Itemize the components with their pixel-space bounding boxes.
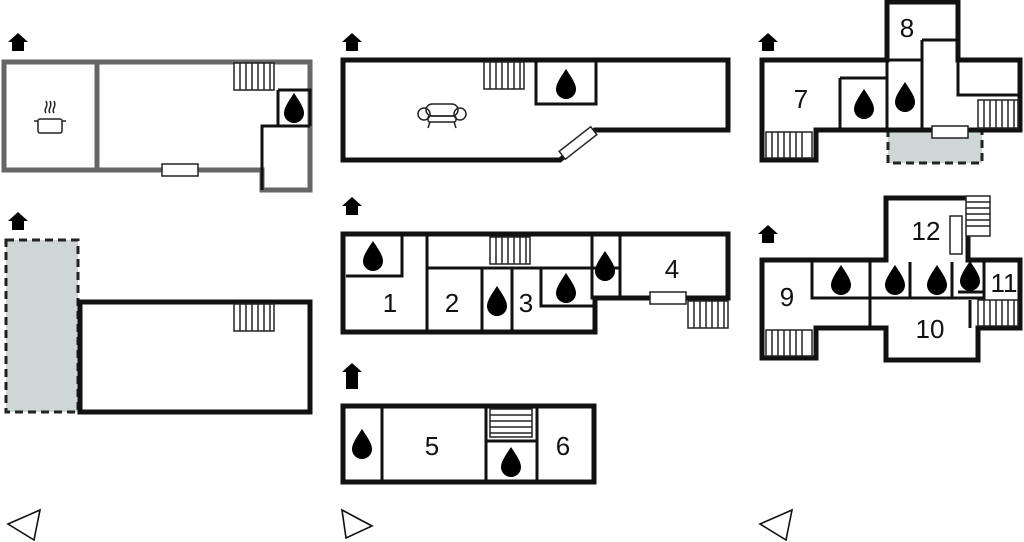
compass-arrow-icon [758,508,794,542]
stairs-icon [765,131,813,159]
water-drop-icon [927,265,947,295]
room-number: 3 [519,288,533,318]
water-drop-icon [831,265,851,295]
room-number: 4 [665,254,679,284]
stairs-icon [483,61,525,90]
terrace-area [4,238,80,414]
house-floor-icon [758,225,778,243]
water-drop-icon [352,429,372,459]
stairs-icon [965,195,991,237]
floor-plan-middle-center: 1 2 3 4 [340,197,731,335]
stairs-icon [233,303,275,332]
floor-plan-middle-top [340,33,731,163]
floor-plan-right-top: 7 8 [758,0,1023,165]
house-floor-icon [342,363,362,389]
room-number: 12 [912,216,941,246]
room-number: 6 [556,431,570,461]
floor-plan-left-bottom [4,212,313,415]
compass-arrow-icon [340,508,374,540]
window [161,163,199,177]
water-drop-icon [854,89,874,119]
house-floor-icon [758,33,778,51]
compass-arrow-icon [6,508,42,542]
room-number: 7 [794,84,808,114]
stairs-icon [233,62,275,91]
room-number: 11 [991,268,1018,298]
room-number: 8 [900,13,914,43]
window [949,215,963,255]
water-drop-icon [885,265,905,295]
floor-plan-right-bottom: 9 10 11 12 [758,195,1023,363]
stairs-icon [489,408,533,438]
stairs-icon [765,329,813,357]
stairs-icon [687,300,729,329]
water-drop-icon [895,82,915,112]
room-number: 1 [383,288,397,318]
water-drop-icon [960,261,980,291]
window [558,125,598,161]
stairs-icon [977,299,1019,327]
room-number: 10 [916,314,945,344]
house-floor-icon [342,33,362,51]
water-drop-icon [501,447,521,477]
water-drop-icon [363,241,383,271]
stairs-icon [977,99,1019,129]
stairs-icon [489,236,531,265]
water-drop-icon [595,251,615,281]
room-number: 9 [780,282,794,312]
cooking-pot-icon [34,100,66,134]
water-drop-icon [556,273,576,303]
floor-plan-middle-bottom: 5 6 [340,363,597,485]
room-number: 5 [425,431,439,461]
floor-plan-left-top [1,33,313,193]
house-floor-icon [8,212,28,230]
water-drop-icon [487,286,507,316]
window [931,125,969,139]
house-floor-icon [8,33,28,51]
room-number: 2 [445,288,459,318]
water-drop-icon [556,69,576,99]
window [649,291,687,305]
sofa-icon [417,103,467,129]
water-drop-icon [284,93,304,123]
house-floor-icon [342,197,362,215]
